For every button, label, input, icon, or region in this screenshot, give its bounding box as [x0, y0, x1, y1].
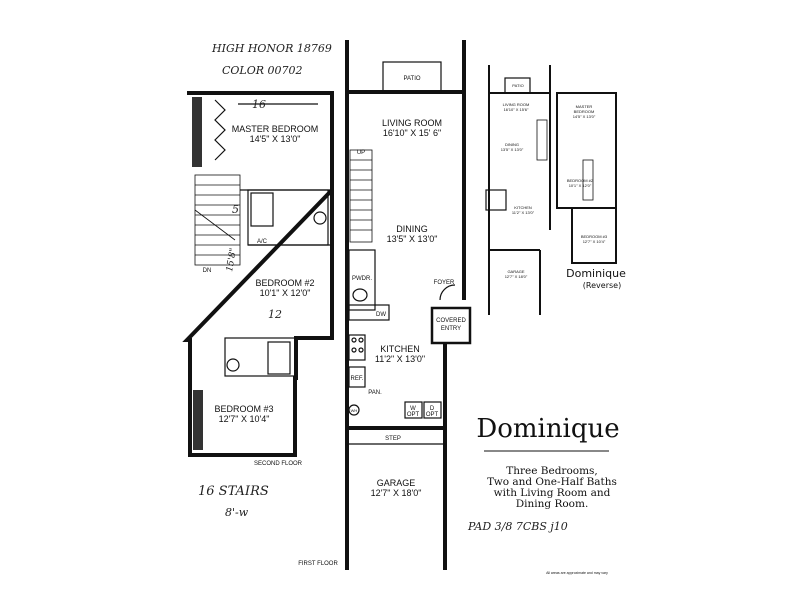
second-floor-label: SECOND FLOOR [254, 461, 303, 467]
room-label-dining: DINING [396, 224, 428, 234]
room-label-bedroom-2: BEDROOM #2 [255, 278, 314, 288]
plan-info: Dominique Three Bedrooms, Two and One-Ha… [476, 414, 619, 575]
up-label: UP [357, 150, 365, 156]
reverse-title: Dominique [566, 267, 626, 280]
first-floor-plan: PATIO LIVING ROOM 16'10" X 15' 6" DINING… [298, 40, 472, 570]
dimension-12: 12 [268, 308, 282, 321]
plan-description-2: Two and One-Half Baths [487, 476, 617, 488]
rev-kitchen-size: 11'2" X 13'0" [512, 210, 535, 215]
plan-footnote: All areas are approximate and may vary [546, 571, 608, 575]
room-label-bedroom-3: BEDROOM #3 [214, 404, 273, 414]
room-size-master-bedroom: 14'5" X 13'0" [250, 134, 301, 144]
handwritten-note-top: HIGH HONOR 18769 [211, 42, 332, 55]
ac-label: A/C [257, 239, 268, 245]
handwritten-note-color: COLOR 00702 [222, 64, 303, 77]
room-size-dining: 13'5" X 13'0" [387, 234, 438, 244]
rev-bed3: BEDROOM #3 [581, 234, 608, 239]
pantry-label: PAN. [368, 390, 382, 396]
reverse-subtitle: (Reverse) [583, 281, 621, 290]
rev-master-size: 14'5" X 13'0" [573, 114, 596, 119]
rev-master: MASTER [576, 104, 593, 109]
room-label-garage: GARAGE [377, 478, 416, 488]
patio-label: PATIO [403, 76, 420, 82]
room-size-garage: 12'7" X 18'0" [371, 488, 422, 498]
washer-label: W [410, 406, 416, 412]
room-label-master-bedroom: MASTER BEDROOM [232, 124, 319, 134]
rev-master-2: BEDROOM [574, 109, 595, 114]
plan-description-3: with Living Room and [494, 487, 611, 499]
rev-bed3-size: 12'7" X 10'4" [583, 239, 606, 244]
plan-description-1: Three Bedrooms, [506, 465, 598, 477]
handwritten-note-stairs: 16 STAIRS [198, 484, 269, 499]
room-size-bedroom-2: 10'1" X 12'0" [260, 288, 311, 298]
handwritten-note-width: 8'-w [225, 506, 249, 519]
rev-dining-size: 13'5" X 13'0" [501, 147, 524, 152]
step-label: STEP [385, 436, 401, 442]
rev-garage: GARAGE [507, 269, 524, 274]
rev-garage-size: 12'7" X 18'0" [505, 274, 528, 279]
second-floor-plan: 16 12 5 15'8" MASTER BEDROOM 14'5" X 13'… [182, 91, 334, 467]
room-size-kitchen: 11'2" X 13'0" [375, 354, 425, 364]
rev-bed2: BEDROOM #2 [567, 178, 594, 183]
dimension-15: 15'8" [225, 247, 239, 272]
dimension-16: 16 [252, 98, 266, 111]
covered-entry-label-1: COVERED [436, 318, 466, 324]
dimension-5: 5 [232, 203, 239, 216]
dishwasher-label: DW [376, 312, 386, 318]
room-label-kitchen: KITCHEN [380, 344, 420, 354]
water-heater-label: WH [351, 408, 358, 413]
washer-opt-label: OPT [407, 412, 420, 418]
plan-description-4: Dining Room. [516, 498, 589, 510]
plan-title: Dominique [476, 414, 619, 444]
rev-living-size: 16'10" X 15'6" [504, 107, 529, 112]
first-floor-label: FIRST FLOOR [298, 561, 338, 567]
rev-bed2-size: 10'1" X 12'0" [569, 183, 592, 188]
covered-entry-label-2: ENTRY [441, 326, 461, 332]
powder-room-label: PWDR. [352, 276, 372, 282]
reverse-plan-thumbnail: PATIO LIVING ROOM 16'10" X 15'6" DINING … [485, 65, 626, 315]
rev-dining: DINING [505, 142, 519, 147]
room-size-living-room: 16'10" X 15' 6" [383, 128, 441, 138]
room-size-bedroom-3: 12'7" X 10'4" [219, 414, 270, 424]
dryer-label: D [430, 406, 435, 412]
refrigerator-label: REF. [350, 376, 363, 382]
room-label-living-room: LIVING ROOM [382, 118, 442, 128]
handwritten-note-bottom: PAD 3/8 7CBS j10 [467, 520, 568, 533]
dryer-opt-label: OPT [426, 412, 439, 418]
rev-living: LIVING ROOM [503, 102, 530, 107]
foyer-label: FOYER [434, 280, 455, 286]
dn-label: DN [203, 268, 212, 274]
rev-patio: PATIO [512, 83, 523, 88]
rev-kitchen: KITCHEN [514, 205, 532, 210]
